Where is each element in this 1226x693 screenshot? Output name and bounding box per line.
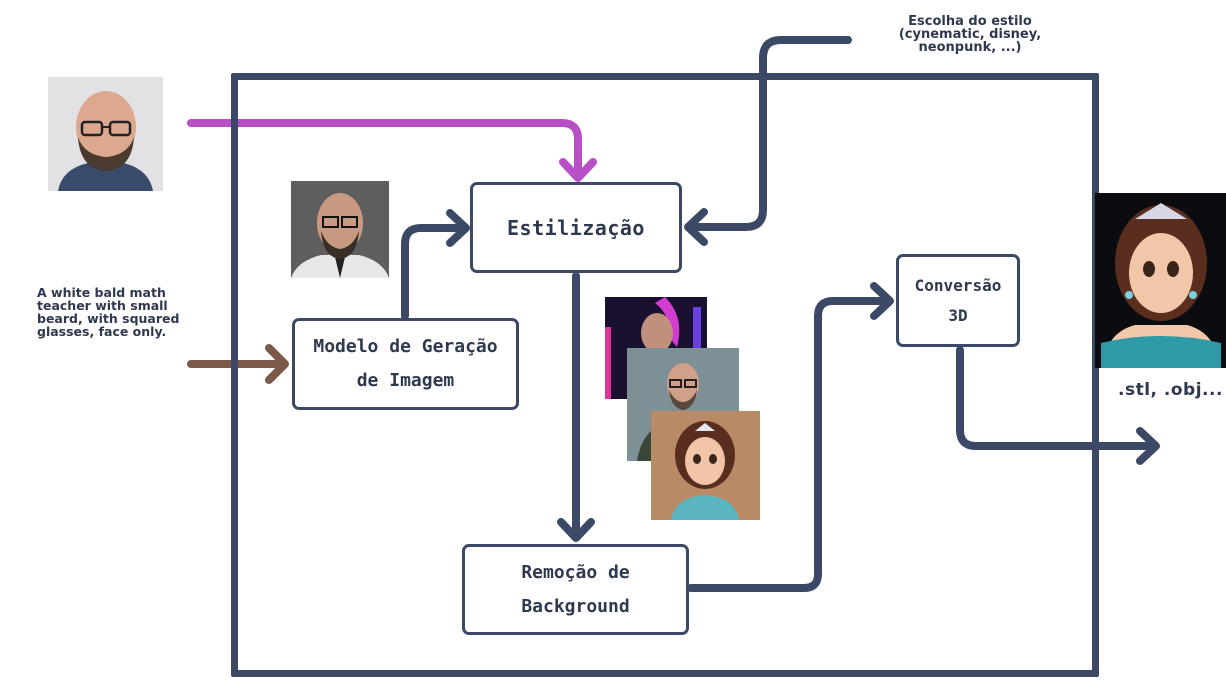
background-label-line2: Background: [521, 595, 630, 617]
generated-face-image: [291, 181, 389, 278]
background-to-3d-arrow: [687, 282, 894, 592]
conversion-label-line2: 3D: [948, 305, 968, 325]
photo-to-stylize-arrow: [187, 119, 597, 182]
style-note-line3: neonpunk, ...): [918, 40, 1022, 55]
stylization-label: Estilização: [507, 215, 645, 240]
background-label-line1: Remoção de: [521, 561, 630, 583]
prompt-line1: A white bald math: [37, 285, 166, 300]
style-choice-note: Escolha do estilo (cynematic, disney, ne…: [850, 15, 1090, 54]
model-to-stylize-arrow: [401, 209, 470, 320]
output-formats-label: .stl, .obj...: [1118, 380, 1223, 400]
image-generation-model-node: Modelo de Geração de Imagem: [292, 318, 519, 410]
3d-to-output-arrow: [956, 346, 1160, 465]
prompt-line3: beard, with squared: [37, 311, 180, 326]
output-3d-render: [1095, 193, 1226, 368]
style-choice-to-stylize-arrow: [684, 36, 852, 246]
stylization-node: Estilização: [470, 182, 682, 273]
disney-style-image: [651, 411, 760, 520]
conversion-label-line1: Conversão: [914, 275, 1002, 295]
style-note-line1: Escolha do estilo: [908, 14, 1032, 29]
background-removal-node: Remoção de Background: [462, 544, 689, 635]
model-label-line2: de Imagem: [356, 370, 455, 391]
prompt-line2: teacher with small: [37, 298, 168, 313]
system-boundary-frame: [231, 73, 1099, 677]
model-label-line1: Modelo de Geração: [313, 336, 498, 357]
3d-conversion-node: Conversão 3D: [896, 254, 1020, 347]
style-note-line2: (cynematic, disney,: [898, 27, 1042, 42]
input-photo: [48, 77, 163, 191]
prompt-line4: glasses, face only.: [37, 324, 167, 339]
prompt-note: A white bald math teacher with small bea…: [37, 286, 217, 338]
stylize-to-background-arrow: [557, 272, 595, 542]
